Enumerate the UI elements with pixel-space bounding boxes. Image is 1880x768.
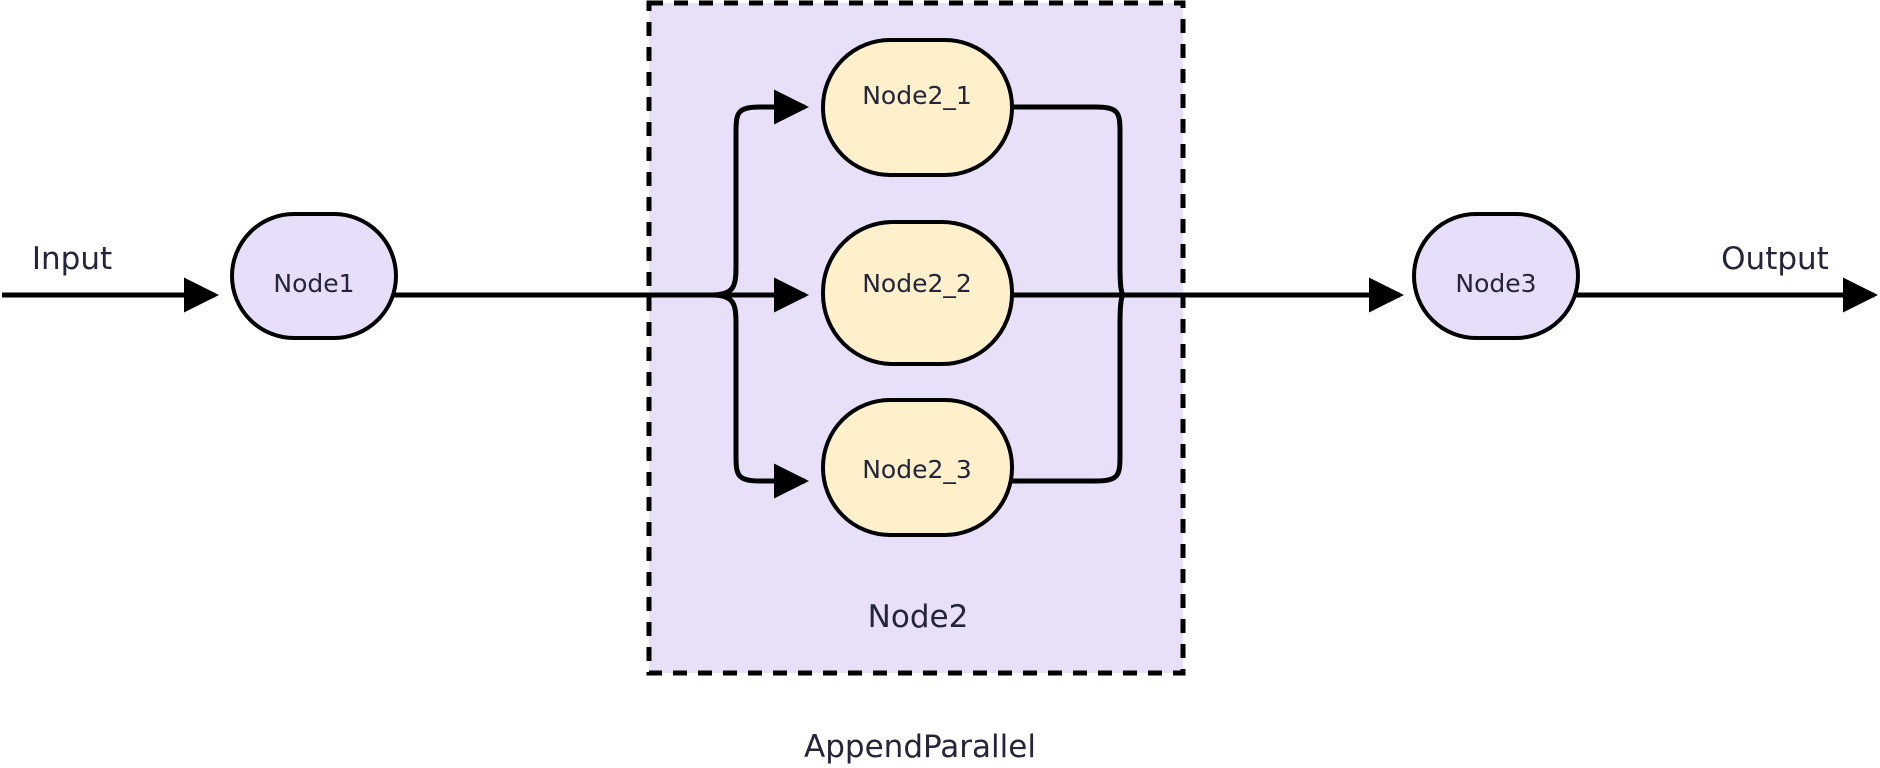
node-node2_2-shape [821,220,1014,366]
node-node2_2[interactable]: Node2_2 [821,220,1014,366]
node-node2_1[interactable]: Node2_1 [821,38,1014,177]
node-node3[interactable]: Node3 [1412,212,1580,340]
node-node2_3-shape [821,398,1014,537]
edge-node2_1-fanin-line [1011,104,1126,298]
output-label: Output [1721,241,1829,277]
node-node2_1-label: Node2_1 [862,81,972,110]
node-node2_3-label: Node2_3 [862,455,972,484]
node-node1-label: Node1 [273,269,354,298]
node-node1[interactable]: Node1 [230,212,398,340]
edge-fanout-node2_3-line [711,292,810,499]
node-node2_3[interactable]: Node2_3 [821,398,1014,537]
node-node1-shape [230,212,398,340]
group-node2-label: Node2 [868,599,969,635]
edge-node2_3-fanin-line [1011,292,1126,484]
input-label: Input [32,241,112,277]
diagram-caption: AppendParallel [804,729,1036,765]
node-node3-shape [1412,212,1580,340]
node-node2_2-label: Node2_2 [862,269,972,298]
node-node2_1-shape [821,38,1014,177]
edge-fanout-node2_1-line [711,89,810,298]
node-node3-label: Node3 [1455,269,1536,298]
